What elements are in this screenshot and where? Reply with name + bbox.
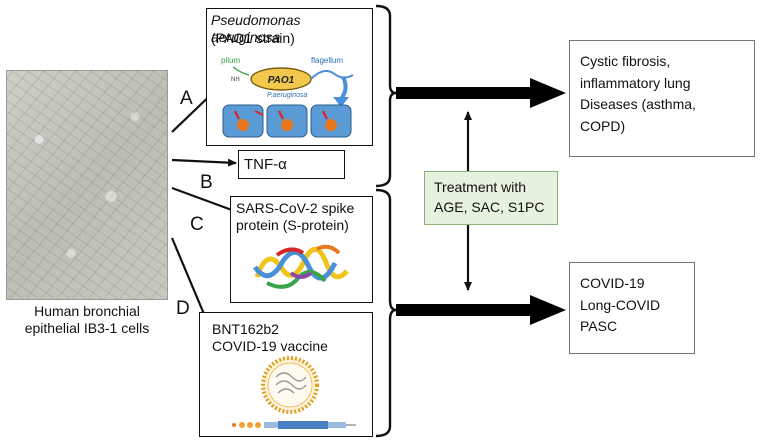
pilum-label: pilum (221, 56, 240, 65)
outcome-top-line1: Cystic fibrosis, (580, 53, 671, 69)
epithelial-cells (222, 104, 352, 138)
bracket-top (375, 4, 397, 188)
nh-label: NH (231, 77, 240, 83)
treatment-line2: AGE, SAC, S1PC (434, 198, 545, 215)
cells-caption-line1: Human bronchial (34, 303, 140, 319)
pao1-infection-illustration: pilum NH flagellum PAO1 P.aeruginosa (221, 56, 354, 138)
vaccine-line2: COVID-19 vaccine (212, 338, 328, 354)
spike-protein-structure (252, 244, 349, 289)
label-d: D (176, 298, 190, 319)
outcome-covid: COVID-19 Long-COVID PASC (569, 262, 695, 354)
box-pseudomonas: Pseudomonas aeruginosa (PAO1 strain) pil… (206, 8, 373, 146)
tnf-alpha-label: TNF-α (244, 156, 287, 173)
label-b: B (200, 172, 213, 193)
outcome-bottom-line3: PASC (580, 318, 618, 335)
arrow-b-tnf (171, 158, 237, 167)
box-spike-protein: SARS-CoV-2 spike protein (S-protein) (230, 196, 373, 303)
flagellum-label: flagellum (311, 56, 343, 65)
outcome-lung-diseases: Cystic fibrosis, inflammatory lung Disea… (569, 40, 755, 157)
pseudomonas-title: Pseudomonas aeruginosa (211, 12, 301, 45)
outcome-top-line2: inflammatory lung (580, 74, 691, 91)
box-tnf-alpha: TNF-α (238, 150, 345, 179)
thick-arrow-bottom-head (530, 295, 566, 325)
outcome-top-line3: Diseases (asthma, (580, 96, 696, 113)
bracket-bottom (375, 188, 397, 438)
outcome-bottom-line2: Long-COVID (580, 296, 661, 313)
thick-arrow-top-head (530, 78, 566, 108)
cells-caption: Human bronchial epithelial IB3-1 cells (4, 303, 170, 336)
pseudomonas-strain: (PAO1 strain) (211, 30, 295, 46)
outcome-top-line4: COPD) (580, 118, 626, 135)
arrow-c (171, 186, 241, 215)
vaccine-line1: BNT162b2 (212, 321, 279, 337)
label-a: A (180, 88, 193, 109)
treatment-line1: Treatment with (434, 179, 527, 195)
spike-line1: SARS-CoV-2 spike (236, 200, 355, 216)
label-c: C (190, 214, 204, 235)
spike-line2: protein (S-protein) (236, 217, 349, 233)
ib3-1-cell-image (6, 70, 168, 300)
cells-caption-line2: epithelial IB3-1 cells (24, 319, 150, 336)
box-vaccine: BNT162b2 COVID-19 vaccine (199, 312, 373, 437)
outcome-bottom-line1: COVID-19 (580, 275, 645, 291)
treatment-box: Treatment with AGE, SAC, S1PC (424, 171, 558, 225)
pao1-label: PAO1 (268, 75, 295, 86)
species-label: P.aeruginosa (267, 92, 307, 99)
lipid-nanoparticle-illustration (232, 356, 356, 429)
